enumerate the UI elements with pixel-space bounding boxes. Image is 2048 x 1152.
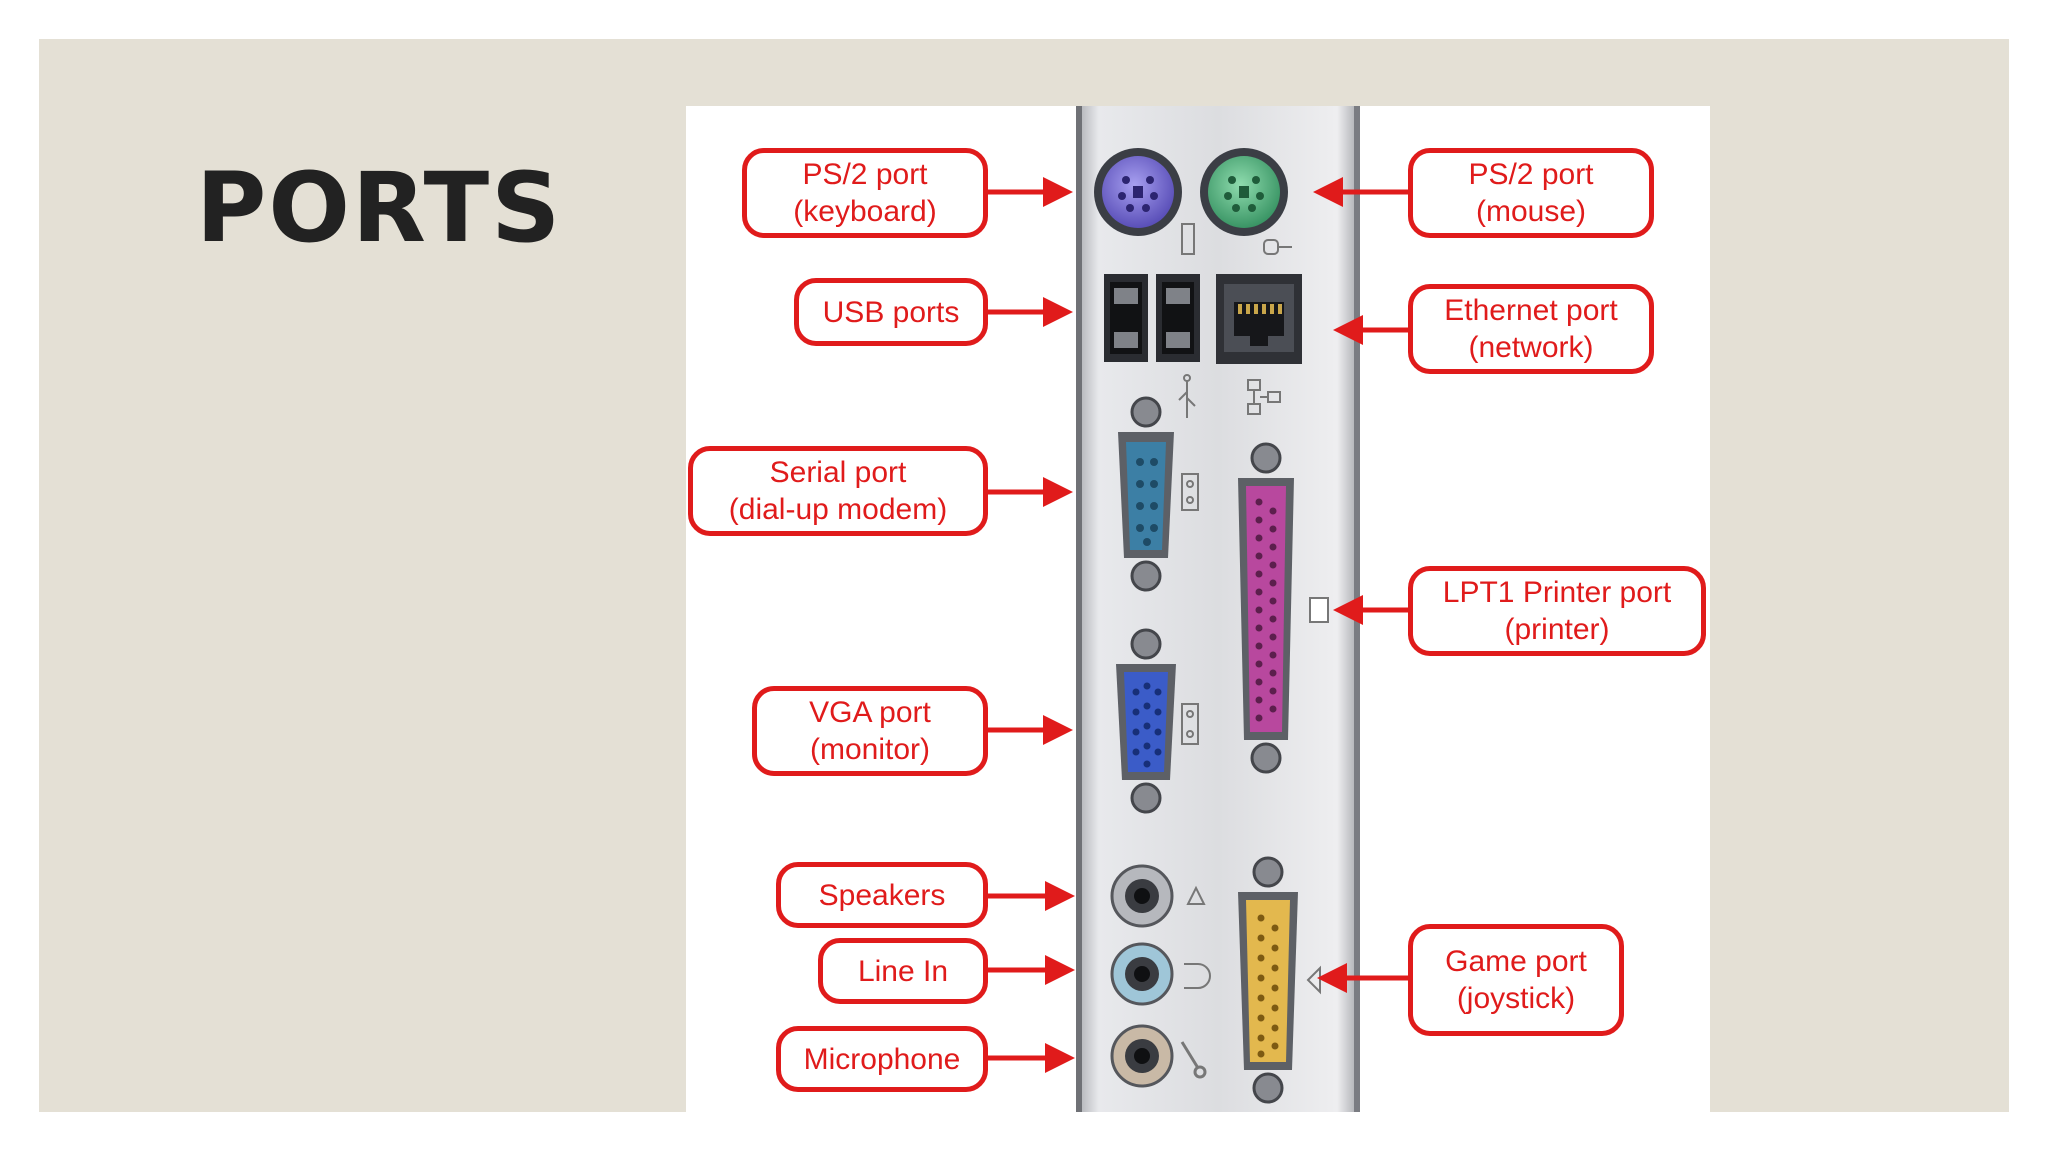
callout-speakers-title: Speakers [818,878,946,912]
callout-serial-title: Serial port [769,456,907,489]
network-symbol-icon [1247,379,1281,415]
callout-lpt1: LPT1 Printer port (printer) [1408,566,1706,656]
line-in-symbol-icon [1184,963,1211,989]
io-shield-edge-left [1076,106,1082,1112]
callout-usb: USB ports [794,278,988,346]
speakers-jack-icon [1110,864,1174,928]
callout-game-subtitle: (joystick) [1456,982,1576,1015]
callout-lpt1-title: LPT1 Printer port [1442,576,1672,609]
callout-line-in: Line In [818,938,988,1004]
callout-usb-title: USB ports [822,295,960,329]
keyboard-symbol-icon [1181,223,1195,255]
callout-ps2-mouse-title: PS/2 port [1468,158,1594,191]
mouse-symbol-icon [1263,239,1292,255]
callout-ps2-mouse: PS/2 port (mouse) [1408,148,1654,238]
callout-ps2-keyboard-subtitle: (keyboard) [793,195,937,228]
callout-ethernet-subtitle: (network) [1468,331,1594,364]
callout-arrows [988,177,1408,1073]
callout-serial: Serial port (dial-up modem) [688,446,988,536]
usb-port-icon [1104,274,1200,362]
callout-microphone: Microphone [776,1026,988,1092]
callout-serial-subtitle: (dial-up modem) [728,493,948,526]
callout-vga-subtitle: (monitor) [809,733,930,766]
serial-port-icon [1118,396,1174,592]
callout-speakers: Speakers [776,862,988,928]
ethernet-port-icon [1216,274,1302,364]
callout-microphone-title: Microphone [803,1042,961,1076]
callout-ps2-keyboard-title: PS/2 port [802,158,928,191]
serial-symbol-icon [1181,473,1199,511]
ps2-mouse-port-icon [1200,148,1288,236]
callout-ps2-mouse-subtitle: (mouse) [1475,195,1586,228]
ps2-keyboard-port-icon [1094,148,1182,236]
callout-ethernet-title: Ethernet port [1444,294,1618,327]
speaker-symbol-icon [1186,885,1206,905]
callout-ethernet: Ethernet port (network) [1408,284,1654,374]
slide-title: PORTS [196,152,563,264]
monitor-symbol-icon [1181,703,1199,745]
usb-symbol-icon [1178,374,1196,418]
microphone-jack-icon [1110,1024,1174,1088]
callout-line-in-title: Line In [857,954,949,988]
callout-vga-title: VGA port [809,696,931,729]
callout-vga: VGA port (monitor) [752,686,988,776]
game-port-icon [1238,856,1298,1104]
callout-lpt1-subtitle: (printer) [1504,613,1610,646]
io-panel-illustration [988,106,1408,1112]
ports-diagram: PS/2 port (keyboard) PS/2 port (mouse) U… [686,106,1710,1112]
line-in-jack-icon [1110,942,1174,1006]
callout-ps2-keyboard: PS/2 port (keyboard) [742,148,988,238]
microphone-symbol-icon [1180,1041,1207,1079]
printer-symbol-icon [1309,597,1329,623]
callout-game-title: Game port [1445,945,1587,978]
parallel-port-icon [1238,442,1294,774]
callout-game: Game port (joystick) [1408,924,1624,1036]
vga-port-icon [1116,628,1176,814]
